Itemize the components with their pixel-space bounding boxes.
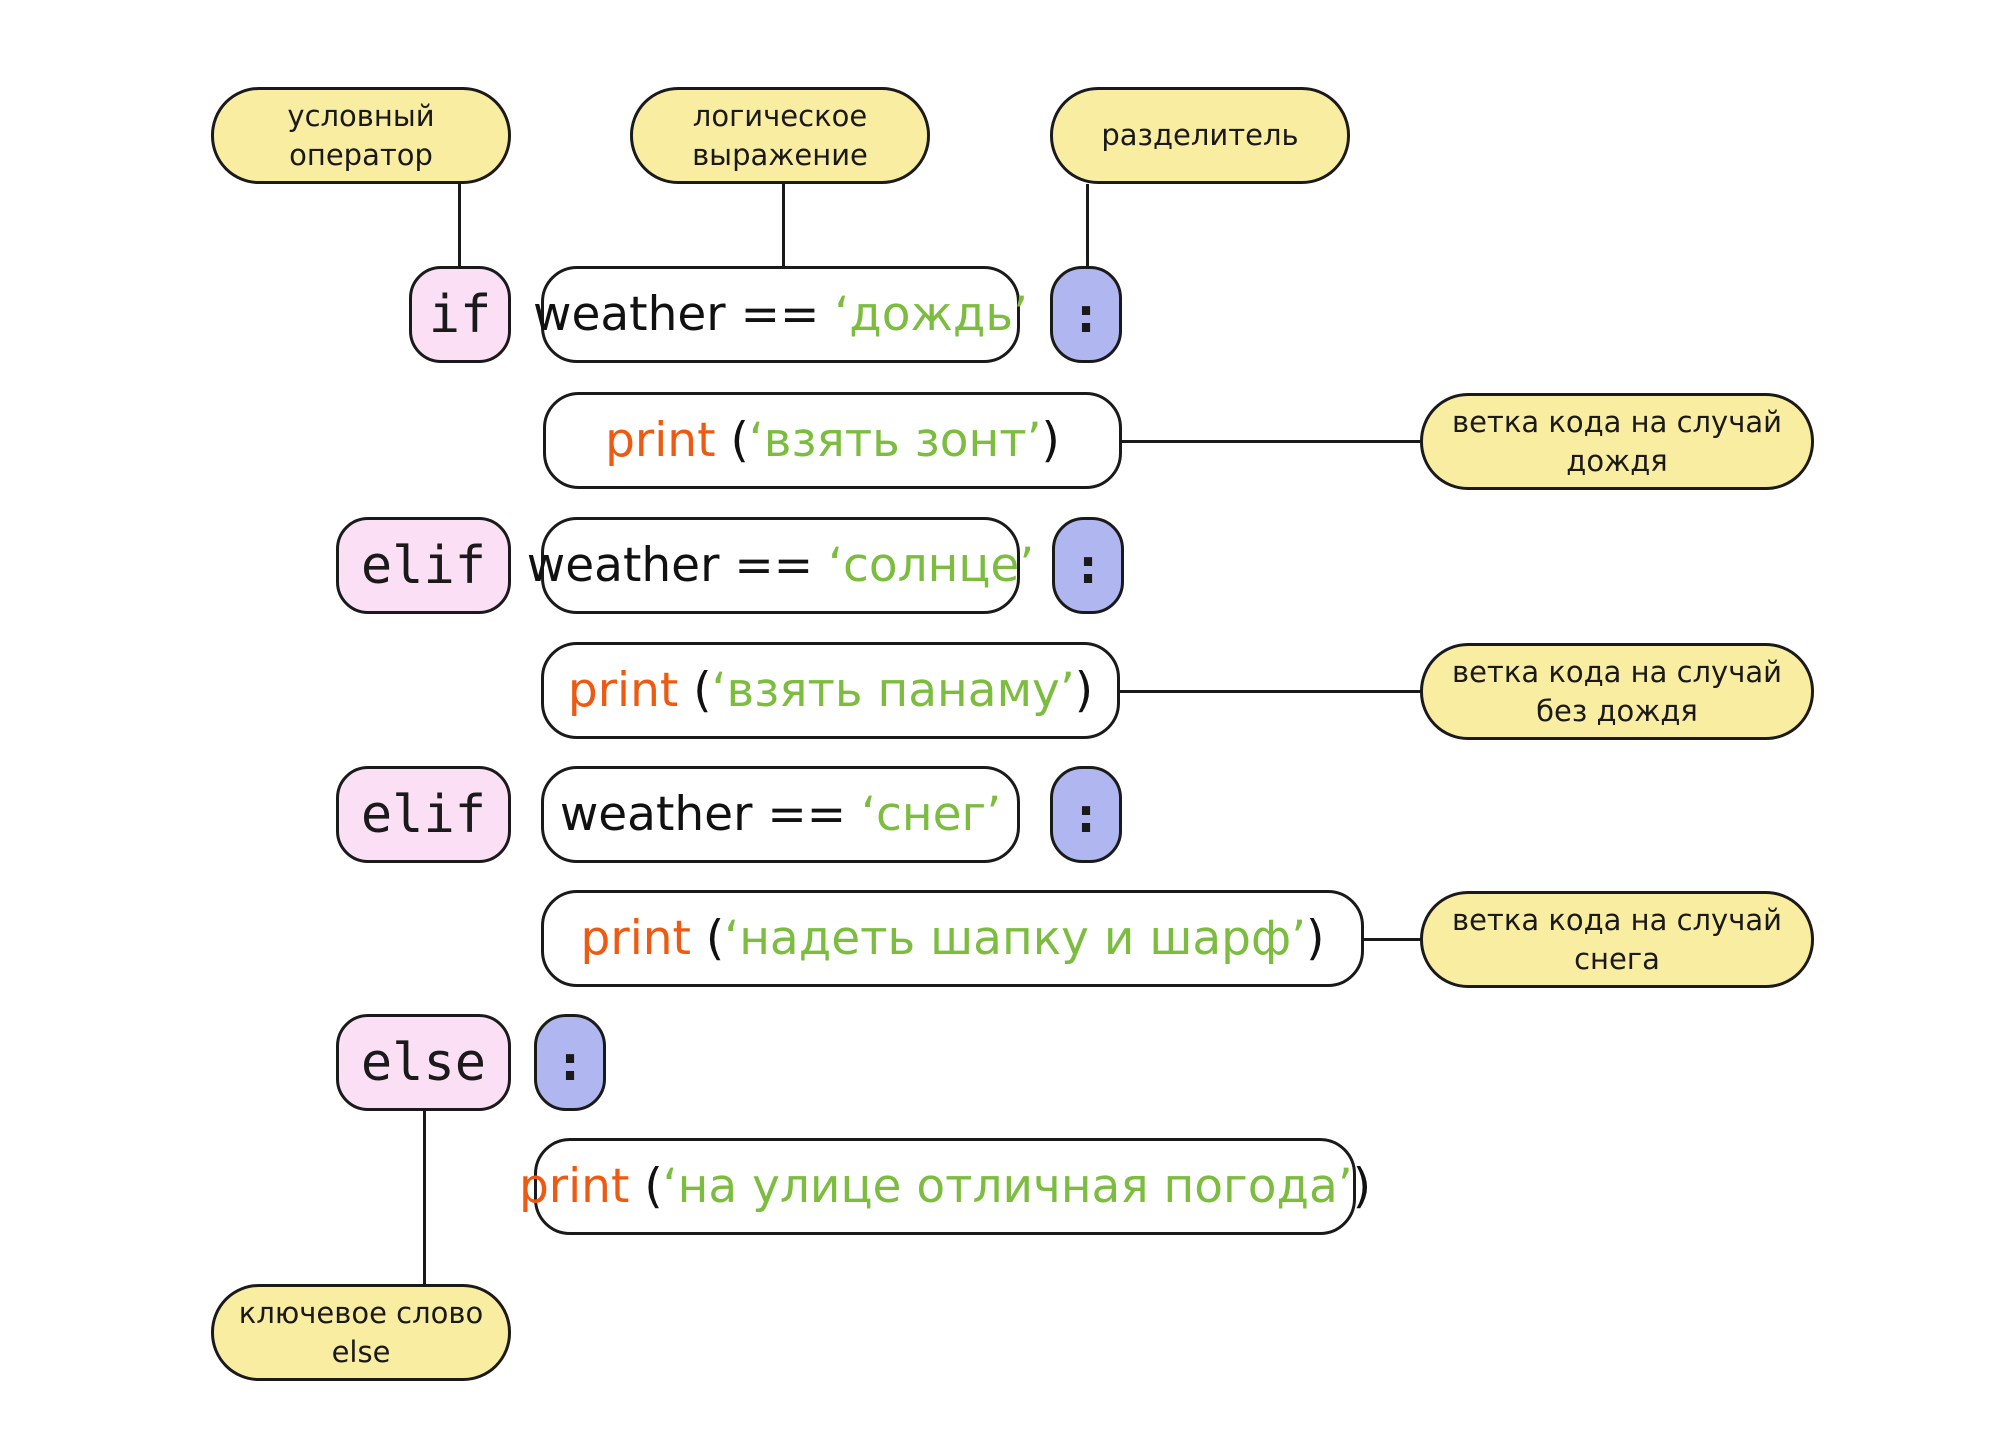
- print-func: print: [518, 1159, 630, 1214]
- print-arg: ‘взять панаму’: [711, 663, 1075, 718]
- condition-value: ‘солнце’: [828, 538, 1035, 593]
- print-nice-weather: print (‘на улице отличная погода’): [519, 1138, 1371, 1235]
- print-take-umbrella: print (‘взять зонт’): [543, 392, 1122, 489]
- print-arg: ‘взять зонт’: [748, 413, 1042, 468]
- connector-branch-snow: [1364, 938, 1420, 941]
- condition-sun: weather == ‘солнце’: [527, 517, 1034, 614]
- condition-var: weather: [526, 538, 720, 593]
- print-arg: ‘на улице отличная погода’: [662, 1159, 1353, 1214]
- separator-colon: :: [1052, 517, 1124, 614]
- print-func: print: [605, 413, 716, 468]
- connector-branch-no-rain: [1120, 690, 1420, 693]
- connector-else-keyword: [423, 1110, 426, 1284]
- condition-snow: weather == ‘снег’: [541, 766, 1020, 863]
- condition-var: weather: [533, 287, 726, 342]
- condition-rain: weather == ‘дождь’: [533, 266, 1028, 363]
- condition-value: ‘снег’: [861, 787, 1002, 842]
- print-func: print: [567, 663, 679, 718]
- condition-op: ==: [734, 538, 814, 593]
- connector-branch-rain: [1122, 440, 1420, 443]
- condition-op: ==: [740, 287, 820, 342]
- condition-value: ‘дождь’: [834, 287, 1028, 342]
- separator-colon: :: [1050, 266, 1122, 363]
- connector-operator-to-if: [458, 184, 461, 268]
- separator-colon: :: [534, 1014, 606, 1111]
- keyword-elif: elif: [336, 766, 511, 863]
- keyword-if: if: [409, 266, 511, 363]
- connector-expression-to-condition: [782, 184, 785, 268]
- condition-var: weather: [559, 787, 753, 842]
- print-hat-and-scarf: print (‘надеть шапку и шарф’): [541, 890, 1364, 987]
- print-func: print: [580, 911, 691, 966]
- separator-colon: :: [1050, 766, 1122, 863]
- annotation-separator: разделитель: [1050, 87, 1350, 184]
- keyword-else: else: [336, 1014, 511, 1111]
- connector-separator-to-colon: [1086, 184, 1089, 268]
- print-arg: ‘надеть шапку и шарф’: [724, 911, 1307, 966]
- condition-op: ==: [767, 787, 847, 842]
- keyword-elif: elif: [336, 517, 511, 614]
- print-take-panama: print (‘взять панаму’): [541, 642, 1120, 739]
